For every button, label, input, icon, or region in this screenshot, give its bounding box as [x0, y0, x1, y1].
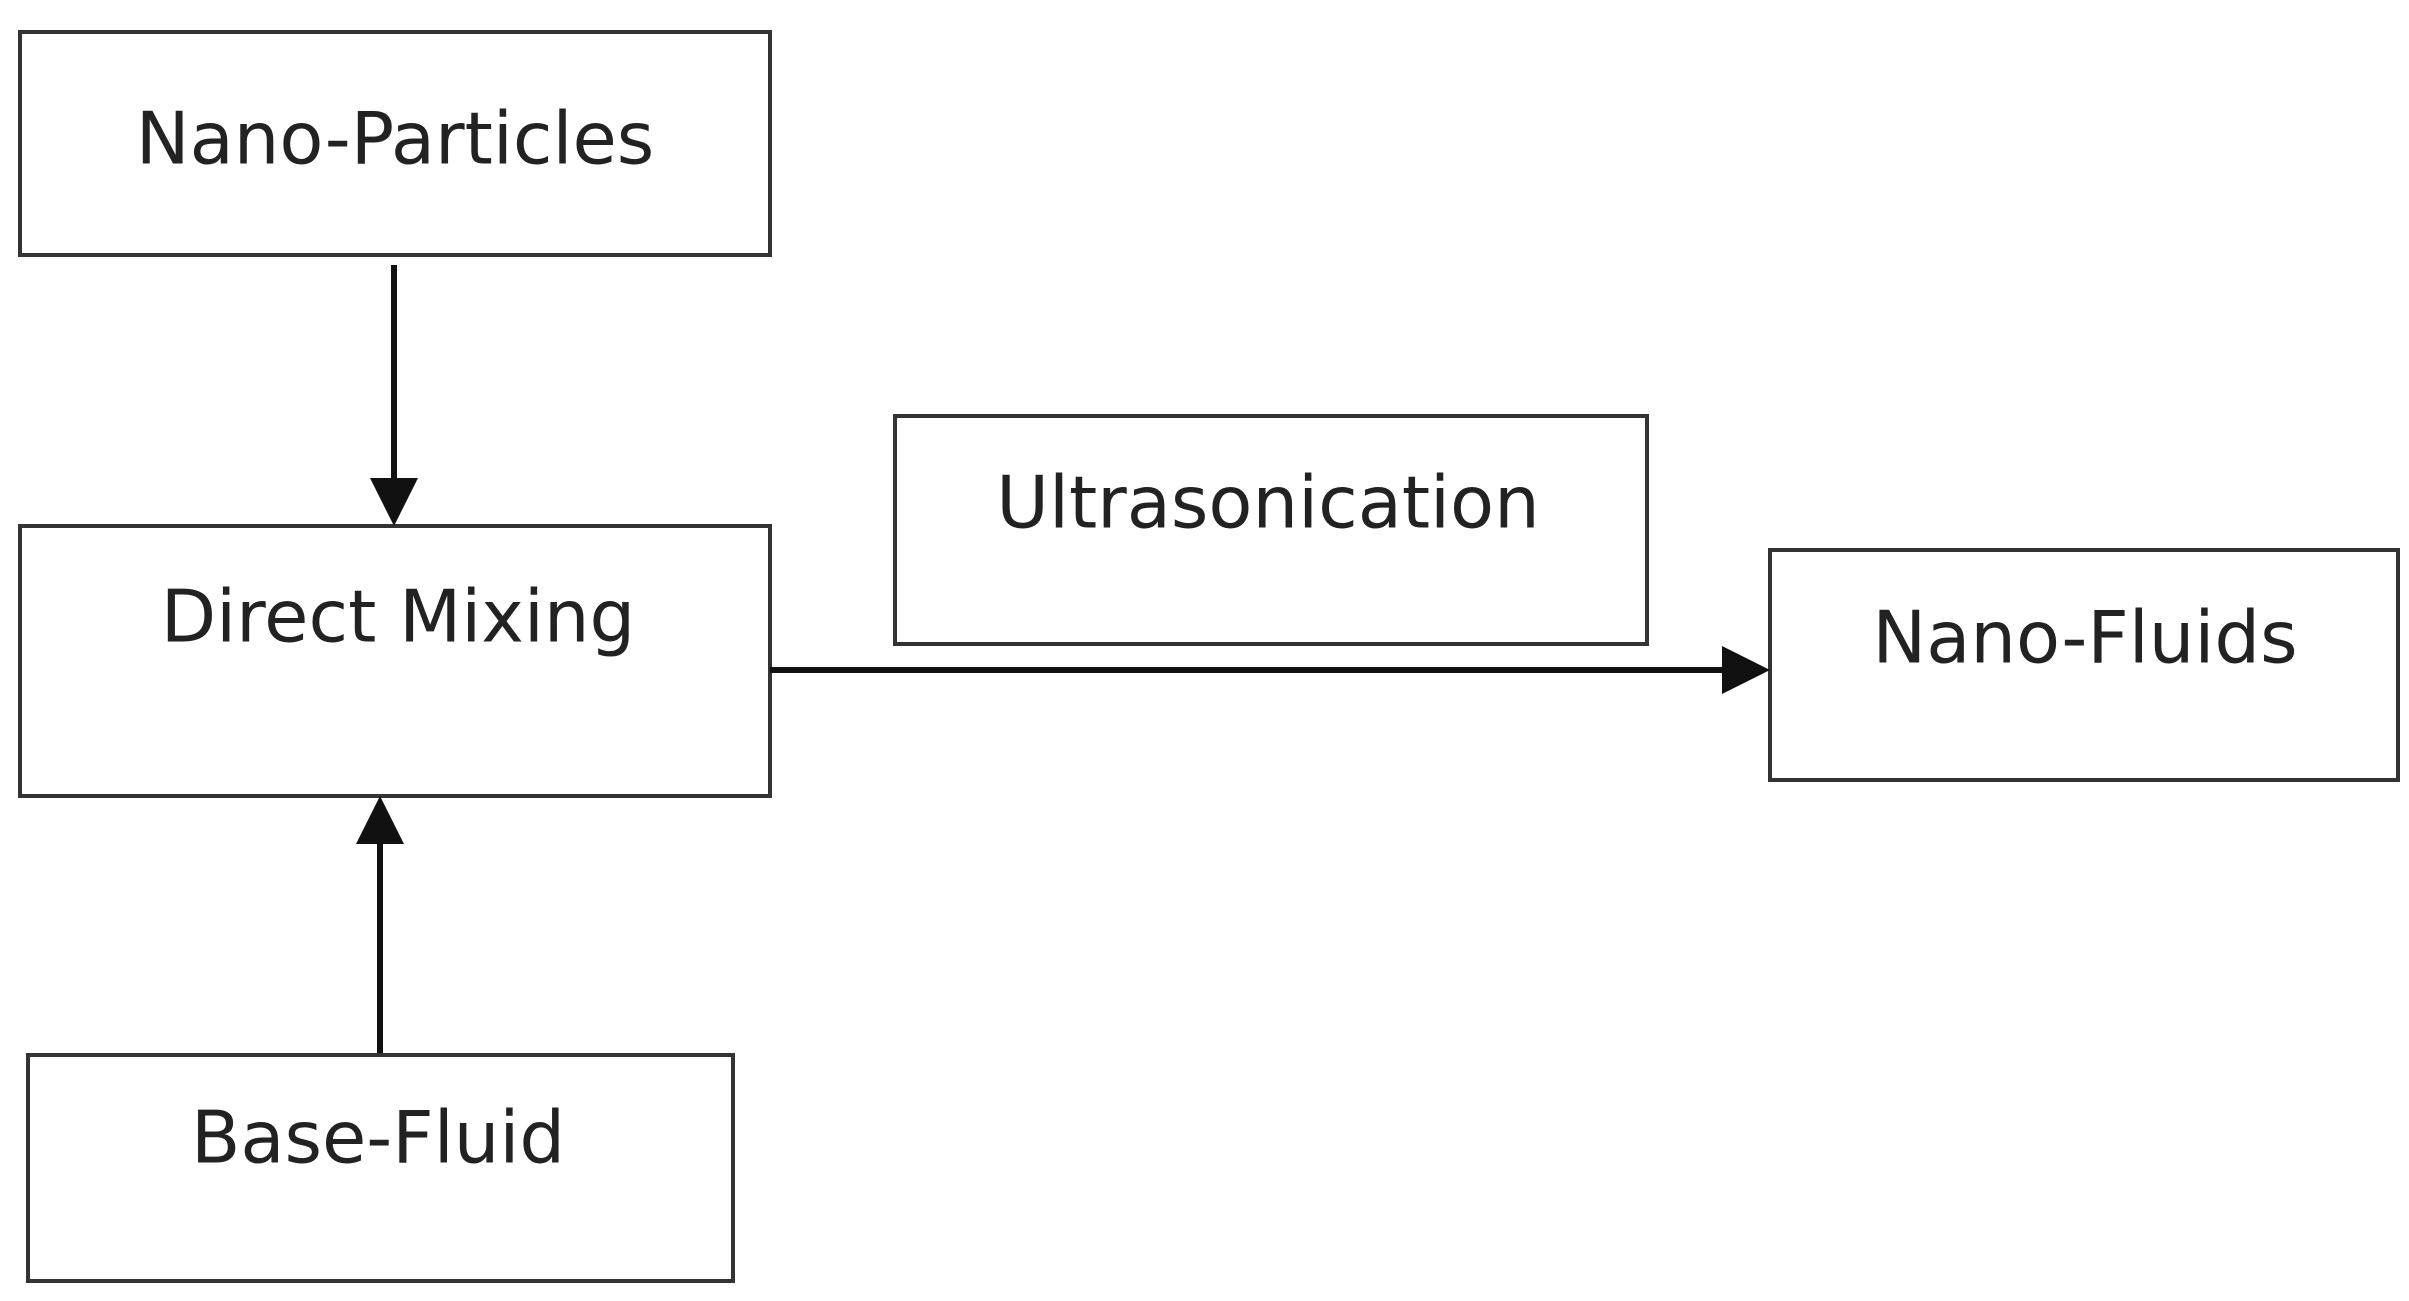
node-nano-fluids-label: Nano-Fluids [1872, 596, 2297, 680]
node-nano-particles-label: Nano-Particles [136, 97, 655, 181]
node-ultrasonication: Ultrasonication [893, 414, 1649, 646]
node-nano-fluids: Nano-Fluids [1768, 548, 2400, 782]
arrow-up-icon [356, 796, 404, 844]
node-base-fluid-label: Base-Fluid [191, 1096, 565, 1180]
node-nano-fluids-box [1768, 548, 2400, 782]
node-ultrasonication-box [893, 414, 1649, 646]
arrow-right-icon [1722, 646, 1770, 694]
node-direct-mixing-label: Direct Mixing [161, 575, 636, 659]
edge-nano-particles-to-direct-mixing [370, 265, 418, 526]
arrow-down-icon [370, 478, 418, 526]
node-direct-mixing-box [18, 524, 772, 798]
node-ultrasonication-label: Ultrasonication [996, 461, 1539, 545]
edge-direct-mixing-to-nano-fluids [770, 646, 1770, 694]
node-base-fluid-box [26, 1053, 735, 1283]
node-nano-particles-box [18, 30, 772, 257]
edge-base-fluid-to-direct-mixing [356, 796, 404, 1053]
node-direct-mixing: Direct Mixing [18, 524, 772, 798]
node-nano-particles: Nano-Particles [18, 30, 772, 257]
node-base-fluid: Base-Fluid [26, 1053, 735, 1283]
